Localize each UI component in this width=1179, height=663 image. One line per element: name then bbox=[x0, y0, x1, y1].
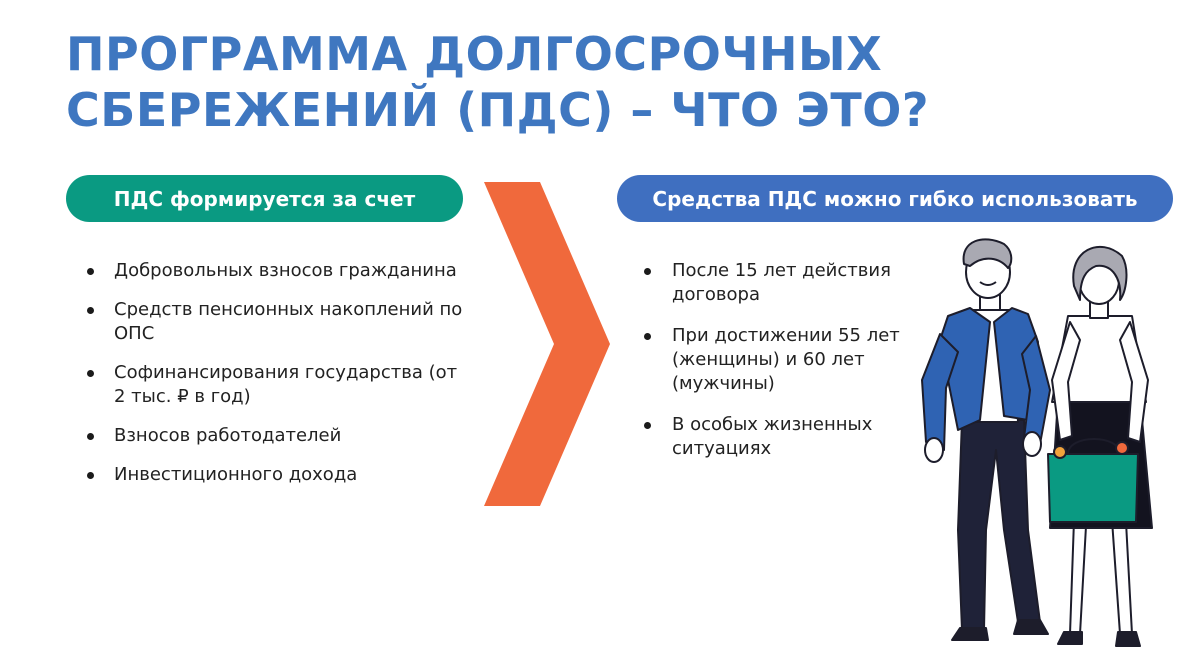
list-item: В особых жизненных ситуациях bbox=[641, 413, 901, 461]
chevron-right-arrow-icon bbox=[484, 182, 610, 506]
list-item: Добровольных взносов гражданина bbox=[84, 259, 474, 283]
list-item: Взносов работодателей bbox=[84, 424, 474, 448]
list-item-text: Средств пенсионных накоплений по ОПС bbox=[114, 299, 463, 344]
usage-heading-pill: Средства ПДС можно гибко использовать bbox=[617, 175, 1173, 222]
sources-list: Добровольных взносов гражданина Средств … bbox=[84, 259, 474, 502]
list-item-text: Добровольных взносов гражданина bbox=[114, 260, 457, 281]
list-item-text: После 15 лет действия договора bbox=[672, 260, 891, 305]
man-figure bbox=[921, 238, 1051, 641]
list-item: Софинансирования государства (от 2 тыс. … bbox=[84, 361, 474, 409]
list-item-text: Софинансирования государства (от 2 тыс. … bbox=[114, 362, 458, 407]
sources-heading-pill: ПДС формируется за счет bbox=[66, 175, 463, 222]
sources-heading: ПДС формируется за счет bbox=[113, 186, 416, 211]
title-line-2: СБЕРЕЖЕНИЙ (ПДС) – ЧТО ЭТО? bbox=[66, 83, 930, 137]
woman-figure bbox=[1047, 245, 1153, 647]
list-item: Инвестиционного дохода bbox=[84, 463, 474, 487]
usage-heading: Средства ПДС можно гибко использовать bbox=[652, 186, 1138, 211]
list-item: При достижении 55 лет (женщины) и 60 лет… bbox=[641, 324, 901, 396]
usage-list: После 15 лет действия договора При дости… bbox=[641, 259, 901, 478]
title-line-1: ПРОГРАММА ДОЛГОСРОЧНЫХ bbox=[66, 27, 883, 81]
list-item-text: При достижении 55 лет (женщины) и 60 лет… bbox=[672, 325, 900, 394]
man-and-woman-illustration-icon bbox=[921, 238, 1153, 647]
page-title: ПРОГРАММА ДОЛГОСРОЧНЫХ СБЕРЕЖЕНИЙ (ПДС) … bbox=[66, 26, 1066, 138]
list-item-text: Инвестиционного дохода bbox=[114, 464, 358, 485]
list-item-text: В особых жизненных ситуациях bbox=[672, 414, 873, 459]
list-item: Средств пенсионных накоплений по ОПС bbox=[84, 298, 474, 346]
list-item-text: Взносов работодателей bbox=[114, 425, 342, 446]
list-item: После 15 лет действия договора bbox=[641, 259, 901, 307]
